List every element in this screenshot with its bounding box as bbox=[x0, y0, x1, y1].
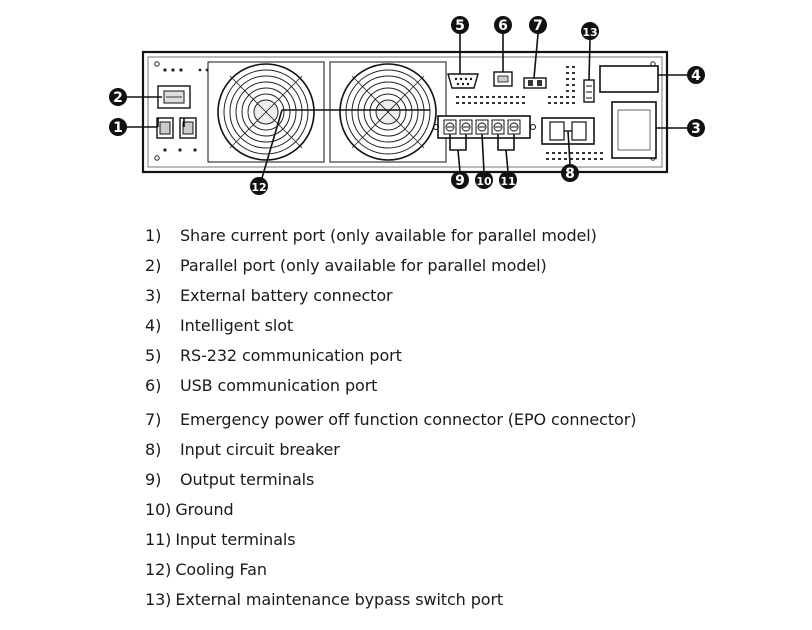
callout-11: 11 bbox=[499, 171, 517, 189]
usb-port bbox=[493, 71, 513, 87]
callout-number: 8 bbox=[565, 166, 575, 182]
legend-item-label: Share current port (only available for p… bbox=[180, 226, 597, 245]
callout-badge bbox=[499, 171, 517, 189]
legend-item-number: 3) bbox=[145, 286, 162, 305]
callout-number: 4 bbox=[691, 68, 701, 84]
legend-item-number: 10) bbox=[145, 500, 172, 519]
legend-item: 10)Ground bbox=[145, 495, 636, 525]
callout-badge bbox=[687, 66, 705, 84]
legend-item-number: 5) bbox=[145, 346, 162, 365]
callout-3: 3 bbox=[687, 119, 705, 137]
callout-badge bbox=[250, 177, 268, 195]
callout-badge bbox=[687, 119, 705, 137]
callout-number: 13 bbox=[582, 26, 597, 39]
legend-item: 5) RS-232 communication port bbox=[145, 341, 636, 371]
legend-item-label: Emergency power off function connector (… bbox=[180, 410, 637, 429]
callout-number: 5 bbox=[455, 18, 465, 34]
legend-item: 11)Input terminals bbox=[145, 525, 636, 555]
legend-item: 8) Input circuit breaker bbox=[145, 435, 636, 465]
callout-7: 7 bbox=[529, 16, 547, 34]
legend-item-label: External battery connector bbox=[180, 286, 393, 305]
callout-number: 12 bbox=[251, 181, 266, 194]
callout-1: 1 bbox=[109, 118, 127, 136]
callout-badge bbox=[109, 118, 127, 136]
callout-number: 10 bbox=[476, 175, 492, 188]
legend-item: 4) Intelligent slot bbox=[145, 311, 636, 341]
callout-number: 6 bbox=[498, 18, 508, 34]
bypass-switch-port bbox=[583, 79, 595, 103]
parallel-port bbox=[157, 85, 191, 109]
legend-item-number: 13) bbox=[145, 590, 172, 609]
callout-5: 5 bbox=[451, 16, 469, 34]
legend-item-label: RS-232 communication port bbox=[180, 346, 402, 365]
callout-13: 13 bbox=[581, 22, 599, 40]
legend-item-number: 4) bbox=[145, 316, 162, 335]
callout-number: 9 bbox=[455, 173, 465, 189]
intelligent-slot bbox=[599, 65, 659, 93]
legend-item: 12)Cooling Fan bbox=[145, 555, 636, 585]
callout-9: 9 bbox=[451, 171, 469, 189]
legend-item: 13)External maintenance bypass switch po… bbox=[145, 585, 636, 615]
legend-item-number: 1) bbox=[145, 226, 162, 245]
legend-item-label: External maintenance bypass switch port bbox=[175, 590, 504, 609]
rs232-port bbox=[447, 73, 479, 89]
callout-number: 3 bbox=[691, 121, 701, 137]
epo-connector bbox=[523, 77, 547, 89]
leader-lines bbox=[126, 33, 688, 179]
callout-8: 8 bbox=[561, 164, 579, 182]
callout-badge bbox=[451, 171, 469, 189]
legend-item: 3) External battery connector bbox=[145, 281, 636, 311]
vent-holes bbox=[456, 66, 603, 160]
legend-item-label: USB communication port bbox=[180, 376, 378, 395]
callout-badge bbox=[494, 16, 512, 34]
legend-item-number: 12) bbox=[145, 560, 172, 579]
callout-number: 7 bbox=[533, 18, 543, 34]
callout-badge bbox=[475, 171, 493, 189]
callout-badge bbox=[561, 164, 579, 182]
legend-item: 7) Emergency power off function connecto… bbox=[145, 405, 636, 435]
legend-item-number: 6) bbox=[145, 376, 162, 395]
legend-item: 2) Parallel port (only available for par… bbox=[145, 251, 636, 281]
terminal-block bbox=[433, 115, 536, 139]
legend-item-number: 8) bbox=[145, 440, 162, 459]
cooling-fan-left bbox=[207, 61, 325, 163]
legend-item: 6) USB communication port bbox=[145, 371, 636, 401]
ups-rear-panel-diagram: 1 2 3 4 5 6 7 8 9 10 11 12 bbox=[109, 16, 705, 195]
legend-item: 1) Share current port (only available fo… bbox=[145, 221, 636, 251]
callout-10: 10 bbox=[475, 171, 493, 189]
legend-item-label: Input circuit breaker bbox=[180, 440, 340, 459]
callout-number: 2 bbox=[113, 90, 123, 106]
legend-item-label: Parallel port (only available for parall… bbox=[180, 256, 547, 275]
component-legend: 1) Share current port (only available fo… bbox=[145, 221, 636, 615]
callout-badge bbox=[581, 22, 599, 40]
legend-item-number: 11) bbox=[145, 530, 172, 549]
legend-item-number: 9) bbox=[145, 470, 162, 489]
legend-item-label: Input terminals bbox=[175, 530, 296, 549]
legend-item-number: 2) bbox=[145, 256, 162, 275]
callout-2: 2 bbox=[109, 88, 127, 106]
callout-4: 4 bbox=[687, 66, 705, 84]
legend-item-label: Output terminals bbox=[180, 470, 315, 489]
legend-item: 9) Output terminals bbox=[145, 465, 636, 495]
cooling-fan-right bbox=[329, 61, 447, 163]
callout-12: 12 bbox=[250, 177, 268, 195]
external-battery-connector bbox=[611, 101, 657, 159]
callout-badge bbox=[529, 16, 547, 34]
callout-badge bbox=[451, 16, 469, 34]
callout-badge bbox=[109, 88, 127, 106]
callout-number: 1 bbox=[113, 120, 123, 136]
legend-item-label: Cooling Fan bbox=[175, 560, 267, 579]
legend-item-label: Intelligent slot bbox=[180, 316, 294, 335]
callout-number: 11 bbox=[500, 175, 515, 188]
callout-6: 6 bbox=[494, 16, 512, 34]
legend-item-label: Ground bbox=[175, 500, 234, 519]
legend-item-number: 7) bbox=[145, 410, 162, 429]
